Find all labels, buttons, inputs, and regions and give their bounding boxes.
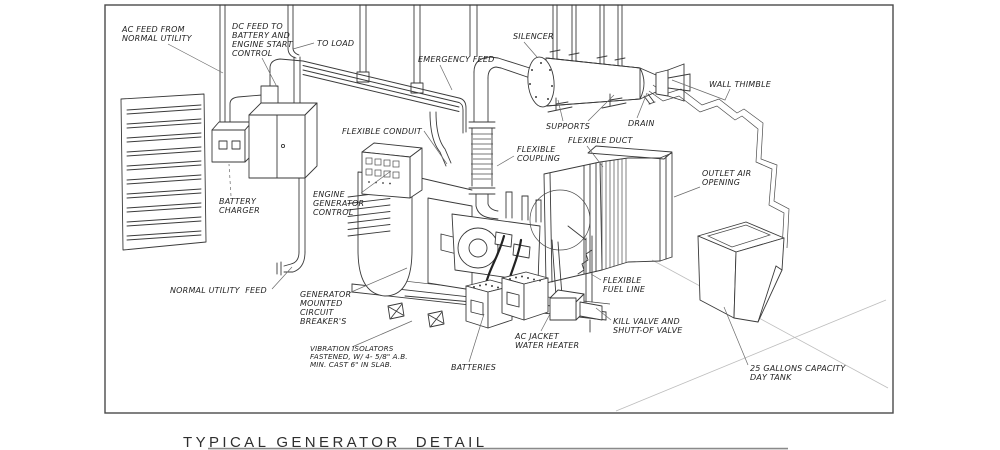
label-gen-mounted-breakers-4: BREAKER'S bbox=[300, 317, 347, 326]
wall-outline bbox=[648, 84, 790, 251]
labels: AC FEED FROM NORMAL UTILITY DC FEED TO B… bbox=[121, 22, 846, 382]
label-gen-mounted-breakers: GENERATOR bbox=[300, 290, 351, 299]
label-dc-feed-2: BATTERY AND bbox=[232, 31, 290, 40]
day-tank bbox=[697, 221, 785, 323]
label-engine-gen-control-2: GENERATOR bbox=[313, 199, 364, 208]
label-gen-mounted-breakers-3: CIRCUIT bbox=[300, 308, 335, 317]
label-supports: SUPPORTS bbox=[546, 122, 590, 131]
leader-lines bbox=[167, 41, 749, 366]
label-dc-feed: DC FEED TO bbox=[232, 22, 283, 31]
label-batteries: BATTERIES bbox=[451, 363, 496, 372]
label-silencer: SILENCER bbox=[513, 32, 554, 41]
batteries bbox=[465, 271, 549, 329]
label-ac-feed-2: NORMAL UTILITY bbox=[122, 34, 193, 43]
label-battery-charger-2: CHARGER bbox=[219, 206, 260, 215]
inlet-air-louver bbox=[120, 93, 207, 251]
label-flexible-coupling-2: COUPLING bbox=[517, 154, 560, 163]
label-flexible-duct: FLEXIBLE DUCT bbox=[568, 136, 633, 145]
label-dc-feed-4: CONTROL bbox=[232, 49, 272, 58]
exhaust-flexible-coupling bbox=[468, 56, 537, 220]
label-ac-feed: AC FEED FROM bbox=[121, 25, 185, 34]
label-outlet-air: OUTLET AIR bbox=[702, 169, 751, 178]
label-outlet-air-2: OPENING bbox=[702, 178, 740, 187]
label-engine-gen-control: ENGINE bbox=[313, 190, 346, 199]
label-gen-mounted-breakers-2: MOUNTED bbox=[300, 299, 343, 308]
label-flexible-fuel-line-2: FUEL LINE bbox=[603, 285, 646, 294]
label-ac-jacket-heater-2: WATER HEATER bbox=[515, 341, 579, 350]
label-engine-gen-control-3: CONTROL bbox=[313, 208, 353, 217]
label-drain: DRAIN bbox=[628, 119, 655, 128]
label-kill-valve-2: SHUTT-OF VALVE bbox=[613, 326, 683, 335]
label-normal-utility-feed: NORMAL UTILITY FEED bbox=[170, 286, 267, 295]
label-dc-feed-3: ENGINE START bbox=[232, 40, 294, 49]
construction-lines bbox=[615, 259, 889, 412]
automatic-transfer-switch bbox=[248, 102, 318, 179]
water-heater-and-fuel-valves bbox=[549, 225, 603, 333]
label-to-load: TO LOAD bbox=[317, 39, 354, 48]
label-flexible-fuel-line: FLEXIBLE bbox=[603, 276, 642, 285]
label-day-tank-2: DAY TANK bbox=[750, 373, 792, 382]
label-vibration-isolators: VIBRATION ISOLATORS bbox=[310, 344, 394, 353]
label-flexible-coupling: FLEXIBLE bbox=[517, 145, 556, 154]
battery-charger bbox=[211, 121, 253, 163]
label-ac-jacket-heater: AC JACKET bbox=[514, 332, 560, 341]
label-vibration-isolators-2: FASTENED, W/ 4- 5/8" A.B. bbox=[310, 352, 408, 361]
label-kill-valve: KILL VALVE AND bbox=[613, 317, 680, 326]
drawing-title: TYPICAL GENERATOR DETAIL bbox=[183, 434, 488, 450]
silencer-assembly bbox=[527, 4, 691, 113]
label-vibration-isolators-3: MIN. CAST 6" IN SLAB. bbox=[310, 360, 392, 369]
drawing-frame bbox=[104, 4, 894, 414]
label-day-tank: 25 GALLONS CAPACITY bbox=[750, 364, 846, 373]
label-wall-thimble: WALL THIMBLE bbox=[709, 80, 772, 89]
radiator-flexible-duct bbox=[529, 145, 673, 284]
label-flexible-conduit: FLEXIBLE CONDUIT bbox=[342, 127, 423, 136]
engine-generator-control-panel bbox=[361, 142, 423, 199]
label-emergency-feed: EMERGENCY FEED bbox=[418, 55, 495, 64]
label-battery-charger: BATTERY bbox=[219, 197, 257, 206]
sheet-title: TYPICAL GENERATOR DETAIL bbox=[183, 434, 788, 450]
